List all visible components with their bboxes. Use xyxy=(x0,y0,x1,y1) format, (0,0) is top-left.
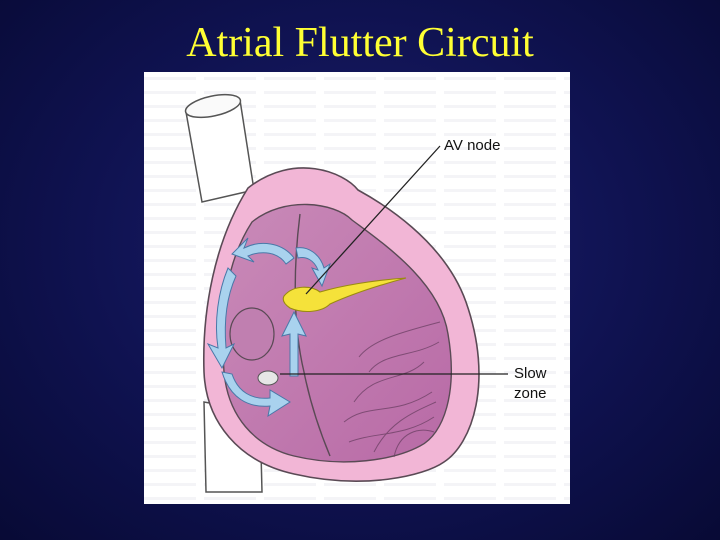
trabeculae xyxy=(343,321,441,458)
slide-title: Atrial Flutter Circuit xyxy=(186,20,534,66)
slow-zone-label-line2: zone xyxy=(514,385,547,402)
av-node-shape xyxy=(282,277,407,313)
fossa-ovalis xyxy=(229,307,275,361)
heart-diagram: AV node Slow zone xyxy=(144,72,570,504)
heart-diagram-panel: AV node Slow zone xyxy=(144,72,570,504)
atrial-septum xyxy=(294,213,331,457)
slow-zone-label-line1: Slow xyxy=(514,365,547,382)
av-node-leader-line xyxy=(305,145,441,295)
slow-zone-spot xyxy=(257,370,279,386)
av-node-label: AV node xyxy=(444,137,500,154)
